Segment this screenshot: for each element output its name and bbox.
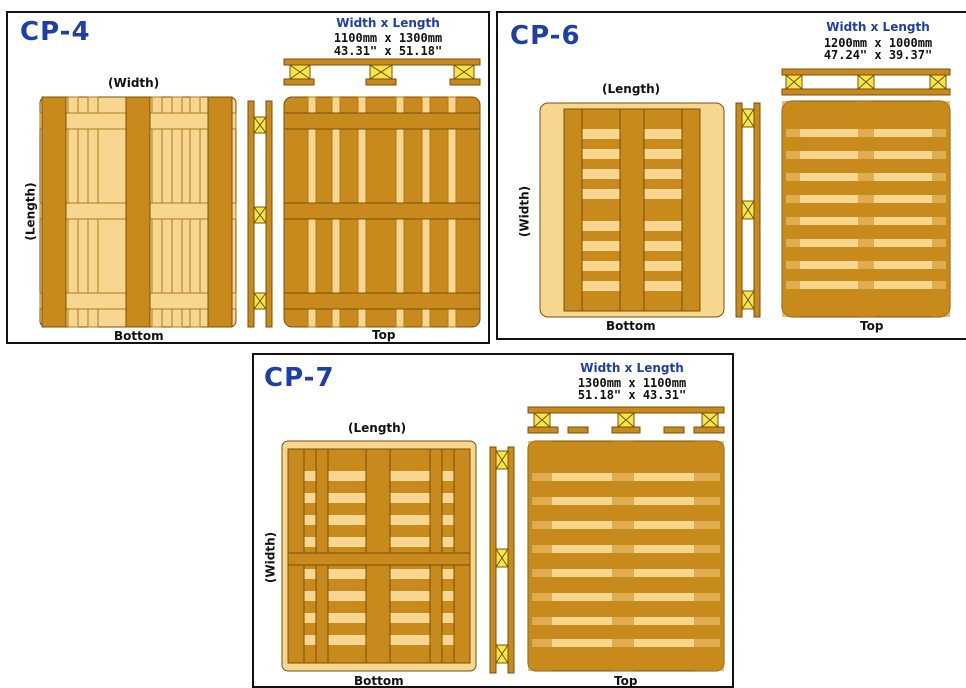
dimension-mm: 1100mm x 1300mm xyxy=(333,31,443,45)
pallet-bottom-view xyxy=(39,96,237,328)
dimension-inches: 51.18" x 43.31" xyxy=(577,388,687,402)
pallet-title: CP-4 xyxy=(20,17,91,47)
pallet-panel-cp7: CP-7 Width x Length 1300mm x 1100mm 51.1… xyxy=(252,353,734,688)
bottom-horizontal-label: (Length) xyxy=(348,421,407,435)
pallet-panel-cp4: CP-4 Width x Length 1100mm x 1300mm 43.3… xyxy=(6,11,490,344)
pallet-panel-cp6: CP-6 Width x Length 1200mm x 1000mm 47.2… xyxy=(496,11,966,340)
dimension-inches: 43.31" x 51.18" xyxy=(333,44,443,58)
pallet-edge-view xyxy=(781,68,951,96)
bottom-vertical-label: (Width) xyxy=(517,185,532,238)
dimension-mm: 1200mm x 1000mm xyxy=(823,36,933,50)
dimension-heading: Width x Length xyxy=(826,20,930,34)
bottom-horizontal-label: (Length) xyxy=(602,82,661,96)
pallet-side-view xyxy=(247,100,273,328)
pallet-top-view xyxy=(527,440,725,672)
pallet-top-view xyxy=(781,100,951,318)
bottom-horizontal-label: (Width) xyxy=(108,76,160,90)
pallet-top-view xyxy=(283,96,481,328)
dimension-mm: 1300mm x 1100mm xyxy=(577,376,687,390)
pallet-bottom-view xyxy=(539,102,725,318)
pallet-edge-view xyxy=(527,406,725,434)
dimension-heading: Width x Length xyxy=(580,361,684,375)
bottom-vertical-label: (Width) xyxy=(263,531,278,584)
pallet-bottom-view xyxy=(281,440,477,672)
bottom-caption: Bottom xyxy=(114,329,164,343)
pallet-side-view xyxy=(735,102,761,318)
top-caption: Top xyxy=(372,328,396,342)
dimension-inches: 47.24" x 39.37" xyxy=(823,48,933,62)
bottom-vertical-label: (Length) xyxy=(23,182,38,241)
pallet-edge-view xyxy=(283,58,481,86)
bottom-caption: Bottom xyxy=(354,674,404,688)
bottom-caption: Bottom xyxy=(606,319,656,333)
pallet-title: CP-7 xyxy=(264,363,335,393)
top-caption: Top xyxy=(614,674,638,688)
pallet-side-view xyxy=(489,446,515,674)
dimension-heading: Width x Length xyxy=(336,16,440,30)
pallet-title: CP-6 xyxy=(510,21,581,51)
top-caption: Top xyxy=(860,319,884,333)
